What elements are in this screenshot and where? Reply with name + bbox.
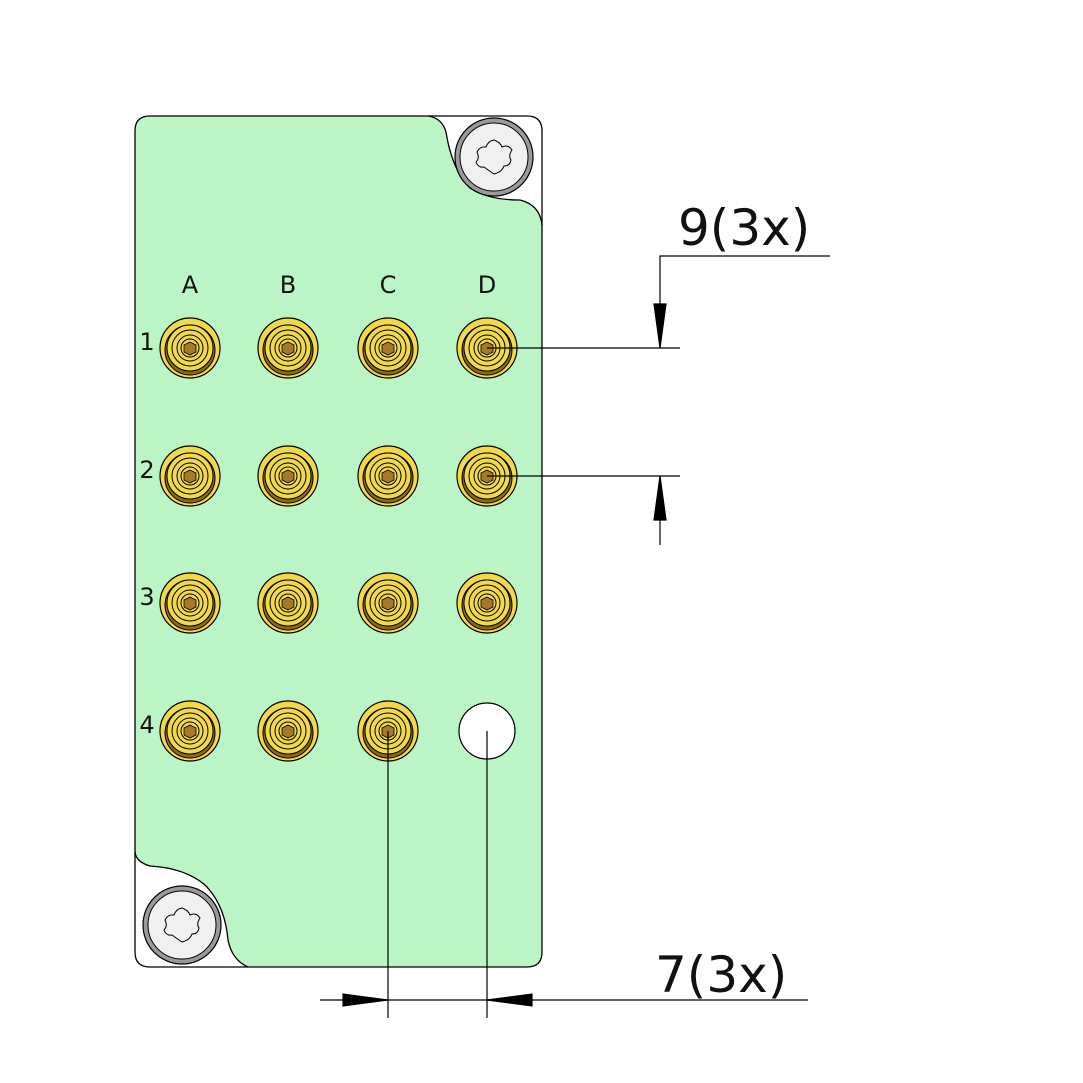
vertical-dimension — [487, 255, 830, 545]
row-label-3: 3 — [139, 583, 154, 611]
contact-pin-icon — [480, 596, 494, 611]
contact-pin-icon — [183, 341, 197, 356]
row-label-1: 1 — [139, 328, 154, 356]
contact-a4 — [159, 700, 221, 762]
contact-c2 — [357, 445, 419, 507]
torx-icon — [475, 139, 513, 175]
contact-d3 — [456, 572, 518, 634]
column-label-c: C — [380, 271, 397, 299]
contact-pin-icon — [381, 341, 395, 356]
contact-pin-icon — [381, 596, 395, 611]
contact-b3 — [257, 572, 319, 634]
horizontal-pitch-label: 7(3x) — [655, 946, 787, 1004]
contact-pin-icon — [381, 469, 395, 484]
contact-d2 — [456, 445, 518, 507]
column-label-d: D — [478, 271, 496, 299]
contact-pin-icon — [183, 596, 197, 611]
panel-outline — [134, 115, 543, 968]
contact-pin-icon — [281, 341, 295, 356]
contact-c4 — [357, 700, 419, 762]
contact-pin-icon — [281, 724, 295, 739]
contact-c3 — [357, 572, 419, 634]
arrow-right-icon — [342, 993, 389, 1007]
contact-pin-icon — [281, 596, 295, 611]
contact-a1 — [159, 317, 221, 379]
screw-bottom-left — [142, 885, 222, 965]
arrow-up-icon — [653, 475, 667, 521]
column-label-a: A — [182, 271, 199, 299]
column-label-b: B — [280, 271, 296, 299]
contact-a2 — [159, 445, 221, 507]
vertical-pitch-label: 9(3x) — [678, 199, 810, 257]
row-label-4: 4 — [139, 711, 154, 739]
panel-corner-edge — [428, 115, 543, 225]
contact-pin-icon — [281, 469, 295, 484]
contact-pin-icon — [183, 469, 197, 484]
contact-b1 — [257, 317, 319, 379]
contact-a3 — [159, 572, 221, 634]
contact-grid — [159, 317, 518, 762]
contact-c1 — [357, 317, 419, 379]
arrow-down-icon — [653, 303, 667, 349]
row-label-2: 2 — [139, 456, 154, 484]
panel-corner-edge — [134, 852, 248, 968]
horizontal-dimension — [320, 731, 808, 1018]
contact-b2 — [257, 445, 319, 507]
torx-icon — [163, 907, 201, 943]
screw-top-right — [454, 117, 534, 197]
contact-b4 — [257, 700, 319, 762]
arrow-left-icon — [486, 993, 533, 1007]
contact-pin-icon — [183, 724, 197, 739]
